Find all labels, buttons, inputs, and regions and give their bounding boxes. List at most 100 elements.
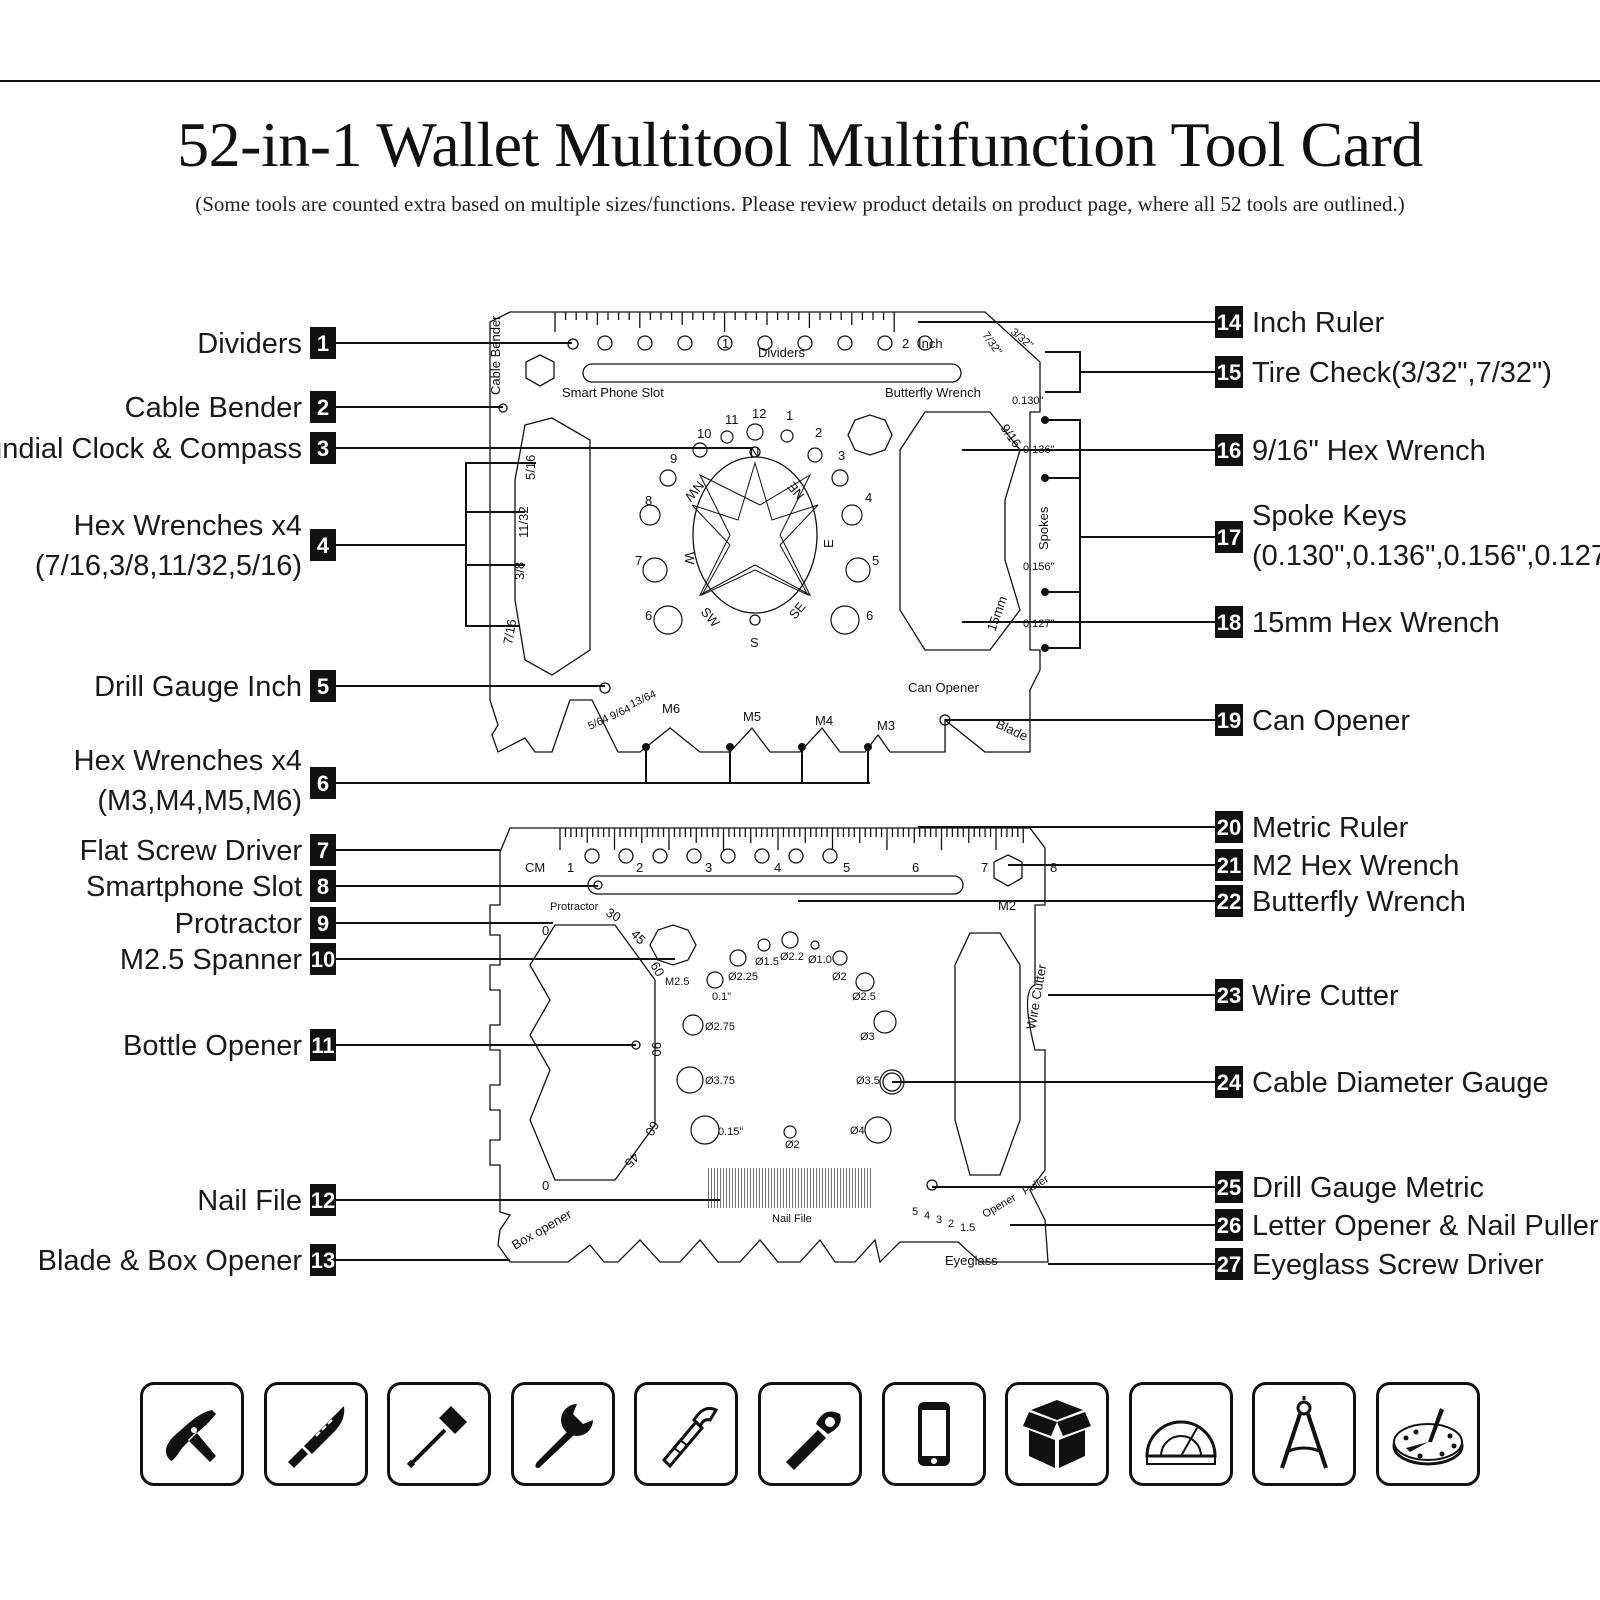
- connector-bracket: [465, 462, 536, 627]
- compass-south-hole: [749, 614, 761, 626]
- metric-number: 5: [843, 860, 850, 875]
- spoke-0156-text: 0.156": [1023, 561, 1055, 573]
- connector-bracket: [1045, 419, 1081, 649]
- sundial-icon: [1375, 1382, 1480, 1486]
- gauge-label: 0.1": [712, 991, 731, 1003]
- protractor-hex: [529, 924, 656, 1181]
- metric-number: 3: [705, 860, 712, 875]
- callout-badge: [1215, 885, 1243, 917]
- gear-hole: [847, 414, 893, 456]
- ruler-hole: [584, 848, 600, 864]
- callout-label: Drill Gauge Metric: [1252, 1172, 1484, 1204]
- dividers-text: Dividers: [758, 345, 805, 360]
- p90-text: 90: [649, 1042, 664, 1056]
- page-subtitle: (Some tools are counted extra based on m…: [195, 192, 1405, 216]
- callout-number: 18: [1217, 610, 1241, 635]
- callout-badge: [310, 1029, 336, 1061]
- callout-badge: [1215, 306, 1243, 338]
- metric-number: 4: [774, 860, 781, 875]
- callout-badge: [310, 1184, 336, 1216]
- callout-number: 27: [1217, 1252, 1241, 1277]
- gauge-label: Ø2.75: [705, 1021, 735, 1033]
- callout-badge: [310, 327, 336, 359]
- bottle-opener-icon: [757, 1382, 862, 1486]
- callout-badge: [1215, 1171, 1243, 1203]
- spoke-0130-text: 0.130": [1012, 395, 1044, 407]
- ruler-hole: [637, 335, 653, 351]
- compass-divider-icon: [1252, 1382, 1357, 1486]
- page-title: 52-in-1 Wallet Multitool Multifunction T…: [177, 109, 1423, 180]
- callout-badge: [310, 432, 336, 464]
- sundial-hole: [780, 429, 794, 443]
- callout-badge: [1215, 356, 1243, 388]
- callout-label: Nail File: [197, 1185, 302, 1217]
- compass-ne: NE: [784, 479, 807, 503]
- nail-file-area: [708, 1168, 873, 1208]
- callout-number: 16: [1217, 438, 1241, 463]
- callout-number: 24: [1217, 1070, 1242, 1095]
- gauge-label: Ø2.25: [728, 971, 758, 983]
- clock-number: 5: [872, 553, 879, 568]
- m2-hex-hole: [993, 854, 1023, 887]
- gauge-hole: [832, 950, 848, 966]
- protractor-text: Protractor: [550, 901, 599, 913]
- inch-ruler-ticks: [554, 312, 933, 351]
- sundial-hole: [642, 557, 668, 583]
- callout-badge: [1215, 521, 1243, 553]
- connector-dot: [1041, 644, 1049, 652]
- connector-dot: [1041, 474, 1049, 482]
- gauge-label: Ø3.75: [705, 1075, 735, 1087]
- opener-text: Opener: [981, 1192, 1019, 1221]
- callout-label: Letter Opener & Nail Puller: [1252, 1210, 1599, 1242]
- callout-badge: [310, 907, 336, 939]
- callout-number: 14: [1217, 310, 1242, 335]
- drill-metric-label: 5: [912, 1206, 918, 1218]
- inch-text: Inch: [918, 336, 943, 351]
- right-slot-bottom: [954, 932, 1021, 1176]
- callout-label: Hex Wrenches x4: [74, 510, 302, 542]
- hex-516-text: 5/16: [523, 455, 538, 480]
- compass-n: N: [750, 445, 759, 460]
- compass-s: S: [750, 635, 759, 650]
- ruler-hole: [822, 848, 838, 864]
- callout-number: 15: [1217, 360, 1241, 385]
- callout-label: Metric Ruler: [1252, 812, 1409, 844]
- can-opener-text: Can Opener: [908, 680, 979, 695]
- gauge-label: Ø4: [850, 1125, 865, 1137]
- callout-badge: [310, 943, 336, 975]
- inch-2-text: 2: [902, 336, 909, 351]
- box-icon: [1005, 1382, 1110, 1486]
- ruler-hole: [717, 335, 733, 351]
- cable-bender-text: Cable Bender: [488, 315, 503, 395]
- ruler-hole: [677, 335, 693, 351]
- drill-metric-label: 1.5: [960, 1222, 975, 1234]
- drill-metric-label: 3: [936, 1214, 942, 1226]
- clock-number: 9: [670, 451, 677, 466]
- callout-number: 13: [311, 1248, 335, 1273]
- callout-number: 1: [317, 331, 329, 356]
- butterfly-wrench-text: Butterfly Wrench: [885, 385, 981, 400]
- ruler-hole: [877, 335, 893, 351]
- tire-332-text: 3/32": [1008, 326, 1035, 352]
- callout-badge: [1215, 704, 1243, 736]
- callout-left-6: Hex Wrenches x4(M3,M4,M5,M6)6: [74, 745, 336, 817]
- hex-hole-left: [525, 354, 555, 387]
- clock-number: 4: [865, 490, 872, 505]
- can-opener-icon: [634, 1382, 739, 1486]
- callout-label: Protractor: [175, 908, 303, 940]
- callout-number: 12: [311, 1188, 335, 1213]
- callout-label: Spoke Keys: [1252, 500, 1407, 532]
